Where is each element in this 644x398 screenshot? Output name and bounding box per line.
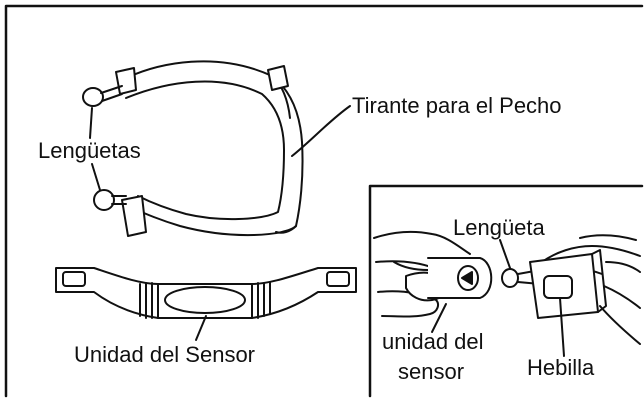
tab-label: Lengüeta: [453, 215, 545, 240]
inset-drawing: [368, 184, 644, 398]
chest-strap-label: Tirante para el Pecho: [352, 93, 562, 118]
inset-border: [368, 184, 644, 398]
sensor-unit-drawing: [55, 267, 357, 341]
sensor-unit-label: Unidad del Sensor: [74, 342, 256, 367]
chest-strap-drawing: [82, 60, 351, 237]
buckle-label: Hebilla: [527, 355, 595, 380]
outer-border: [4, 4, 644, 398]
inset-sensor-unit-label-line2: sensor: [398, 359, 465, 384]
inset-sensor-unit-label-line1: unidad del: [382, 329, 484, 354]
tabs-label: Lengüetas: [38, 138, 141, 163]
